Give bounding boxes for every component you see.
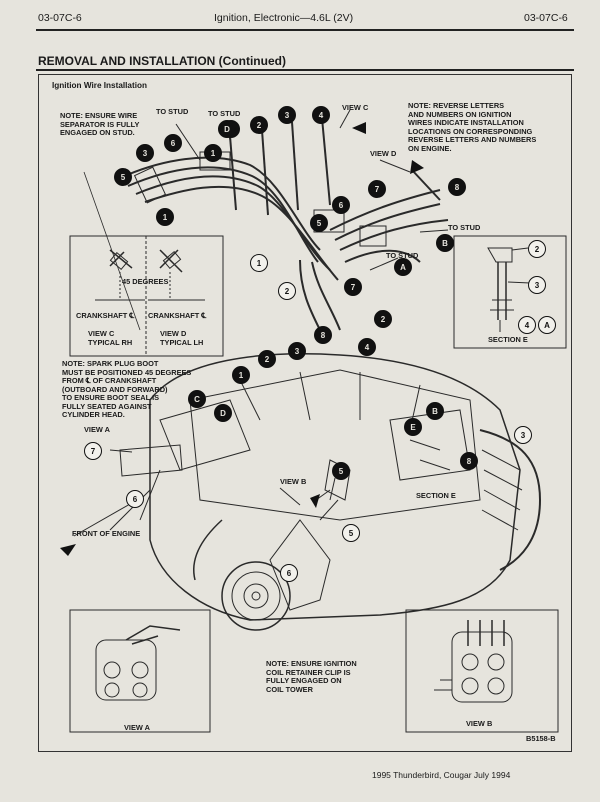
callout-6: 6 [164, 134, 182, 152]
header-center: Ignition, Electronic—4.6L (2V) [214, 12, 354, 24]
callout-2: 2 [374, 310, 392, 328]
label-crankshaft-right: CRANKSHAFT ℄ [148, 311, 207, 320]
callout-4: 4 [358, 338, 376, 356]
callout-2: 2 [258, 350, 276, 368]
note-coil-clip: NOTE: ENSURE IGNITION COIL RETAINER CLIP… [266, 659, 357, 694]
label-section-e: SECTION E [416, 491, 456, 500]
callout-3: 3 [288, 342, 306, 360]
section-rule [36, 69, 574, 71]
figure-frame [38, 74, 572, 752]
callout-5: 5 [310, 214, 328, 232]
note-separator: NOTE: ENSURE WIRE SEPARATOR IS FULLY ENG… [60, 111, 140, 137]
callout-3: 3 [514, 426, 532, 444]
callout-d: D [214, 404, 232, 422]
callout-2: 2 [250, 116, 268, 134]
label-to-stud-1: TO STUD [156, 107, 189, 116]
callout-6: 6 [126, 490, 144, 508]
label-view-a: VIEW A [84, 425, 111, 434]
header-rule [36, 29, 574, 31]
view-b-inset [405, 609, 559, 733]
callout-7: 7 [344, 278, 362, 296]
callout-1: 1 [250, 254, 268, 272]
callout-a: A [394, 258, 412, 276]
figure-id: B5158-B [526, 734, 556, 743]
callout-5: 5 [332, 462, 350, 480]
header-right: 03-07C-6 [524, 12, 568, 24]
view-a-inset [69, 609, 211, 733]
label-to-stud-3: TO STUD [386, 251, 419, 260]
callout-1: 1 [156, 208, 174, 226]
label-view-d-typical: VIEW D TYPICAL LH [160, 329, 204, 347]
callout-8: 8 [448, 178, 466, 196]
label-45-degrees: 45 DEGREES [122, 277, 169, 286]
callout-3: 3 [278, 106, 296, 124]
section-title: REMOVAL AND INSTALLATION (Continued) [38, 54, 286, 68]
callout-8: 8 [460, 452, 478, 470]
header-left: 03-07C-6 [38, 12, 82, 24]
page-footer: 1995 Thunderbird, Cougar July 1994 [372, 770, 511, 780]
callout-3: 3 [528, 276, 546, 294]
callout-5: 5 [114, 168, 132, 186]
label-crankshaft-left: CRANKSHAFT ℄ [76, 311, 135, 320]
callout-d: D [218, 120, 236, 138]
callout-5: 5 [342, 524, 360, 542]
label-to-stud-4: TO STUD [448, 223, 481, 232]
note-reverse-letters: NOTE: REVERSE LETTERS AND NUMBERS ON IGN… [408, 101, 537, 153]
callout-2: 2 [278, 282, 296, 300]
callout-6: 6 [332, 196, 350, 214]
label-section-e-title: SECTION E [488, 335, 528, 344]
label-view-b: VIEW B [280, 477, 307, 486]
label-front-of-engine: FRONT OF ENGINE [72, 529, 141, 538]
caption-view-b: VIEW B [466, 719, 493, 728]
callout-4: 4 [312, 106, 330, 124]
callout-c: C [188, 390, 206, 408]
label-view-d: VIEW D [370, 149, 397, 158]
callout-e: E [404, 418, 422, 436]
caption-view-a: VIEW A [124, 723, 151, 732]
callout-b: B [436, 234, 454, 252]
callout-1: 1 [232, 366, 250, 384]
page-header: 03-07C-6 Ignition, Electronic—4.6L (2V) … [0, 12, 600, 32]
callout-7: 7 [84, 442, 102, 460]
label-view-c: VIEW C [342, 103, 369, 112]
figure-title: Ignition Wire Installation [52, 81, 147, 90]
callout-3: 3 [136, 144, 154, 162]
callout-4: 4 [518, 316, 536, 334]
note-spark-plug-boot: NOTE: SPARK PLUG BOOT MUST BE POSITIONED… [62, 359, 192, 419]
callout-b: B [426, 402, 444, 420]
label-view-c-typical: VIEW C TYPICAL RH [88, 329, 133, 347]
callout-a: A [538, 316, 556, 334]
section-e-inset [453, 235, 567, 349]
callout-7: 7 [368, 180, 386, 198]
label-to-stud-2: TO STUD [208, 109, 241, 118]
callout-1: 1 [204, 144, 222, 162]
callout-8: 8 [314, 326, 332, 344]
callout-2: 2 [528, 240, 546, 258]
callout-6: 6 [280, 564, 298, 582]
